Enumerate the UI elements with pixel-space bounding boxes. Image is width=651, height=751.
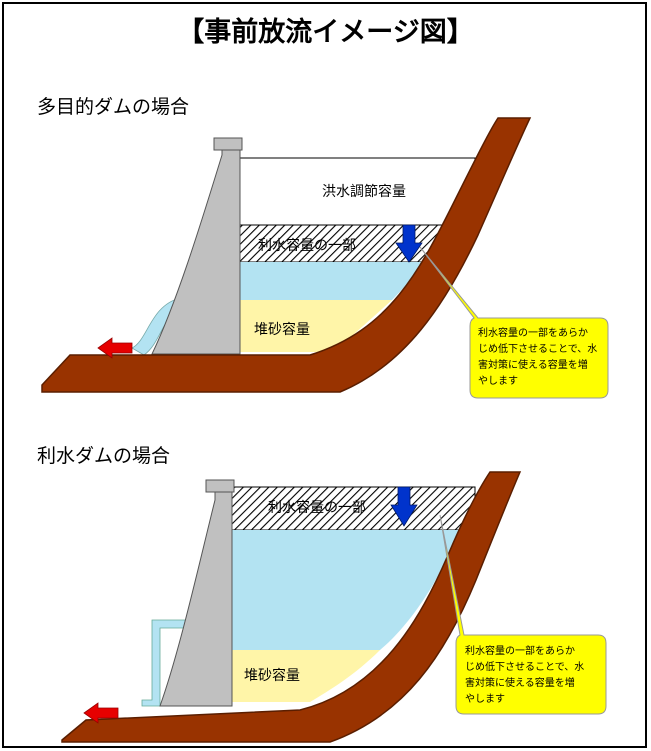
water-use-dam-diagram: 利水容量の一部 堆砂容量 利水容量の一部をあらか じめ低下させることで、水 害対… — [61, 471, 607, 743]
sediment-zone — [240, 300, 392, 352]
water-use-part-label: 利水容量の一部 — [258, 237, 356, 254]
water-zone — [232, 530, 460, 650]
drawdown-arrow — [395, 224, 423, 263]
drawdown-arrow — [390, 486, 418, 527]
sediment-label: 堆砂容量 — [254, 321, 310, 338]
water-use-dam-heading: 利水ダムの場合 — [37, 445, 171, 467]
callout-line-4: やします — [465, 693, 505, 705]
outflow-arrow — [83, 702, 119, 724]
callout-line-2: じめ低下させることで、水 — [478, 342, 597, 355]
callout-line-1: 利水容量の一部をあらか — [465, 644, 575, 657]
ground — [61, 471, 522, 743]
callout-line-2: じめ低下させることで、水 — [465, 660, 584, 673]
sediment-label: 堆砂容量 — [244, 667, 300, 684]
dam-body — [151, 147, 241, 355]
figure-title: 【事前放流イメージ図】 — [177, 17, 474, 48]
callout-line-4: やします — [478, 375, 518, 387]
water-zone — [240, 262, 428, 300]
multipurpose-dam-heading: 多目的ダムの場合 — [37, 96, 190, 118]
sediment-zone — [232, 650, 380, 702]
dam-body — [159, 491, 233, 707]
explanation-callout — [439, 514, 607, 715]
dam-crest — [205, 479, 235, 493]
ground — [41, 117, 532, 393]
multipurpose-dam-diagram: 洪水調節容量 利水容量の一部 堆砂容量 利水容量の一部をあらか じめ低下させるこ… — [41, 117, 609, 399]
water-use-part-zone — [231, 486, 476, 531]
callout-line-3: 害対策に使える容量を増 — [465, 676, 575, 689]
flood-control-label: 洪水調節容量 — [322, 183, 406, 200]
dam-crest — [213, 137, 243, 151]
water-use-part-label: 利水容量の一部 — [268, 499, 366, 516]
callout-line-1: 利水容量の一部をあらか — [478, 326, 588, 339]
outflow-arrow — [97, 337, 133, 359]
callout-line-3: 害対策に使える容量を増 — [478, 358, 588, 371]
explanation-callout — [419, 246, 609, 399]
